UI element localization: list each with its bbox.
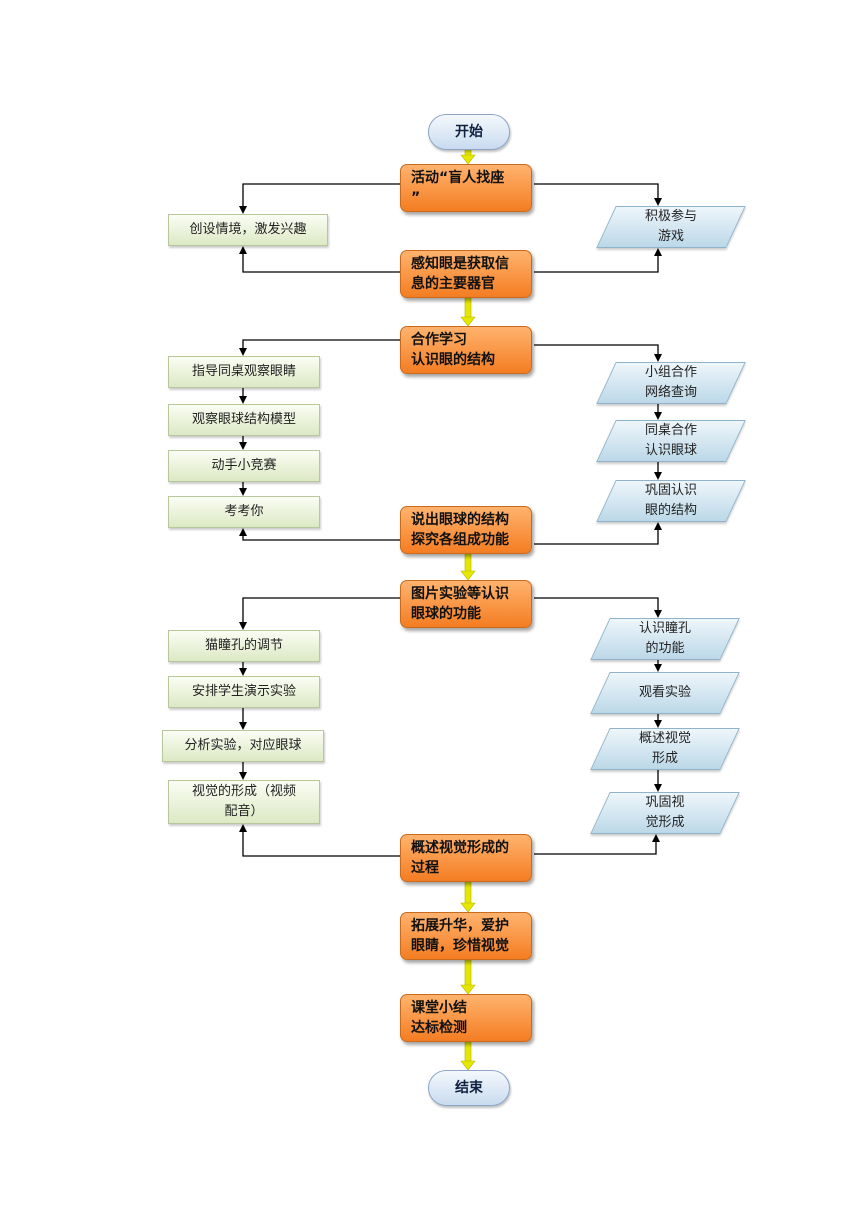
step-summary-test: 课堂小结 达标检测 <box>400 994 532 1042</box>
teacher-guide-observe: 指导同桌观察眼睛 <box>168 356 320 388</box>
main-flow-arrow <box>460 553 476 581</box>
teacher-analyze-experiment: 分析实验，对应眼球 <box>162 730 324 762</box>
step-eyeball-function: 图片实验等认识 眼球的功能 <box>400 580 532 628</box>
branch-connector <box>239 246 400 273</box>
step-eyeball-components: 说出眼球的结构 探究各组成功能 <box>400 506 532 554</box>
branch-connector <box>534 248 662 273</box>
teacher-quiz: 考考你 <box>168 496 320 528</box>
main-flow-arrow <box>460 149 476 165</box>
step-learn-eye-structure: 合作学习 认识眼的结构 <box>400 326 532 374</box>
step-eye-organ: 感知眼是获取信 息的主要器官 <box>400 250 532 298</box>
main-flow-arrows <box>460 149 476 1071</box>
branch-connector <box>239 824 400 857</box>
branch-connector <box>534 522 662 545</box>
step-blind-seat-game: 活动“盲人找座 ” <box>400 164 532 212</box>
teacher-eyeball-model: 观察眼球结构模型 <box>168 404 320 436</box>
branch-connector <box>534 344 662 362</box>
student-pupil-function: 认识瞳孔 的功能 <box>600 618 730 660</box>
teacher-create-scene: 创设情境，激发兴趣 <box>168 214 328 246</box>
main-flow-arrow <box>460 959 476 995</box>
main-flow-arrow <box>460 297 476 327</box>
student-watch-experiment: 观看实验 <box>600 672 730 714</box>
student-describe-vision: 概述视觉 形成 <box>600 728 730 770</box>
teacher-student-demo: 安排学生演示实验 <box>168 676 320 708</box>
step-vision-process: 概述视觉形成的 过程 <box>400 834 532 882</box>
student-group-search: 小组合作 网络查询 <box>606 362 736 404</box>
start-terminal: 开始 <box>428 114 510 150</box>
branch-connector <box>239 597 400 630</box>
branch-connector <box>239 528 400 541</box>
branch-connector <box>534 183 662 206</box>
student-consolidate-vision: 巩固视 觉形成 <box>600 792 730 834</box>
branch-connector <box>239 339 400 356</box>
teacher-vision-video: 视觉的形成（视频 配音） <box>168 780 320 824</box>
end-terminal: 结束 <box>428 1070 510 1106</box>
main-flow-arrow <box>460 881 476 913</box>
branch-lines <box>239 183 662 857</box>
student-pair-eyeball: 同桌合作 认识眼球 <box>606 420 736 462</box>
student-join-game: 积极参与 游戏 <box>606 206 736 248</box>
step-protect-eyes: 拓展升华，爱护 眼睛，珍惜视觉 <box>400 912 532 960</box>
teacher-contest: 动手小竞赛 <box>168 450 320 482</box>
branch-connector <box>534 597 662 618</box>
main-flow-arrow <box>460 1041 476 1071</box>
branch-connector <box>534 834 660 855</box>
branch-connector <box>239 183 400 214</box>
student-consolidate-structure: 巩固认识 眼的结构 <box>606 480 736 522</box>
teacher-cat-pupil: 猫瞳孔的调节 <box>168 630 320 662</box>
